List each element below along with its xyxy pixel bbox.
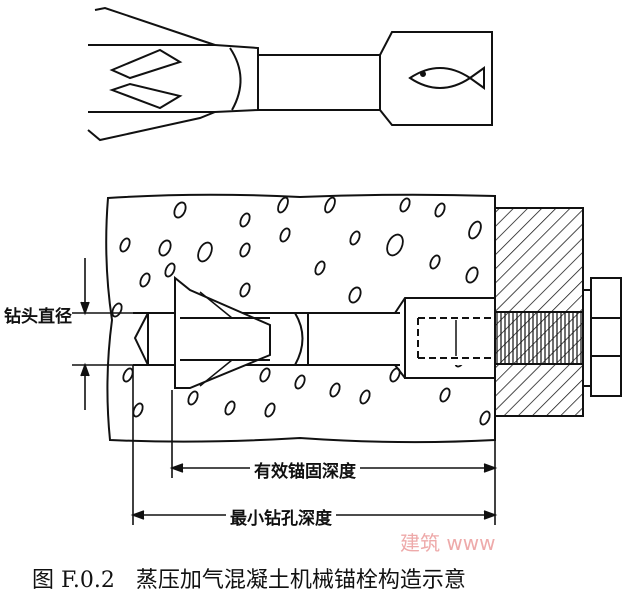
figure-title: 蒸压加气混凝土机械锚栓构造示意	[135, 568, 466, 593]
fish-logo	[408, 66, 485, 90]
figure-caption: 图 F.0.2 蒸压加气混凝土机械锚栓构造示意	[32, 562, 466, 594]
anchor-section	[133, 275, 622, 397]
figure-number: 图 F.0.2	[32, 568, 115, 593]
effective-anchorage-depth-label: 有效锚固深度	[250, 457, 360, 482]
watermark: 建筑 www	[400, 531, 496, 555]
drill-diameter-label: 钻头直径	[4, 302, 72, 327]
min-drill-depth-label: 最小钻孔深度	[226, 504, 336, 529]
concrete-block	[105, 193, 496, 444]
anchor-side-view	[87, 6, 493, 142]
